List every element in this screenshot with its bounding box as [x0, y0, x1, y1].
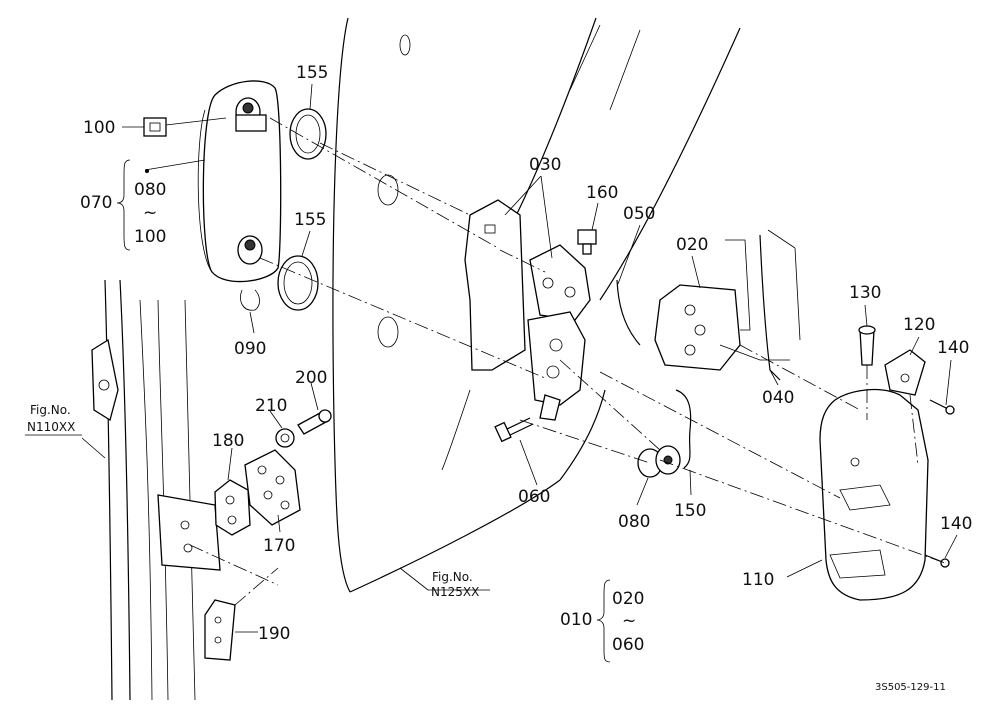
- brace-070: [116, 159, 131, 251]
- label-010-range-tilde: ~: [622, 611, 636, 631]
- label-010-range-start: 020: [612, 589, 644, 609]
- label-130: 130: [849, 283, 881, 303]
- label-010: 010: [560, 610, 592, 630]
- label-040: 040: [762, 388, 794, 408]
- label-080-range-end: 100: [134, 227, 166, 247]
- part-labels: 100 155 155 070 080 ~ 100 090 030 160 05…: [25, 63, 972, 693]
- part-040-rod: [759, 234, 781, 381]
- label-010-range-end: 060: [612, 635, 644, 655]
- part-150-spring: [675, 389, 692, 469]
- label-210: 210: [255, 396, 287, 416]
- label-050: 050: [623, 204, 655, 224]
- part-020-lock-body: [654, 239, 790, 371]
- label-140-lower: 140: [940, 514, 972, 534]
- fig-ref-left-title: Fig.No.: [30, 403, 71, 417]
- bullet-dot: [145, 169, 149, 173]
- leader-lines: [81, 83, 958, 633]
- part-130-pin: [858, 325, 876, 366]
- latch-plate-assembly: [464, 199, 591, 421]
- brace-010: [596, 579, 611, 663]
- label-140-upper: 140: [937, 338, 969, 358]
- part-120-bracket: [884, 349, 926, 396]
- part-200-bolt: [297, 409, 332, 435]
- part-110-outer-cover: [819, 388, 929, 601]
- label-080: 080: [618, 512, 650, 532]
- part-155-seal-ring-upper: [289, 108, 327, 160]
- footer-code: 3S505-129-11: [875, 682, 946, 693]
- part-080-lock-cylinder: [637, 445, 681, 478]
- fig-ref-center-code: N125XX: [431, 585, 479, 599]
- inner-handle-assembly: [197, 80, 282, 311]
- label-090: 090: [234, 339, 266, 359]
- fig-ref-left-code: N110XX: [27, 420, 75, 434]
- part-060-bolt: [494, 417, 534, 443]
- label-020: 020: [676, 235, 708, 255]
- label-150: 150: [674, 501, 706, 521]
- label-200: 200: [295, 368, 327, 388]
- label-080-range-start: 080: [134, 180, 166, 200]
- part-180-hinge-plate: [214, 479, 251, 536]
- assembly-guide-lines: [189, 117, 946, 606]
- label-155-lower: 155: [294, 210, 326, 230]
- part-190-plate: [204, 599, 236, 661]
- label-030: 030: [529, 155, 561, 175]
- part-140-screw-upper: [929, 399, 955, 415]
- label-060: 060: [518, 487, 550, 507]
- label-170: 170: [263, 536, 295, 556]
- fig-ref-center-title: Fig.No.: [432, 570, 473, 584]
- part-050-rod: [616, 279, 641, 346]
- label-080-range-tilde: ~: [143, 203, 157, 223]
- label-120: 120: [903, 315, 935, 335]
- part-170-hinge-plate: [244, 449, 301, 526]
- part-100-square-washer: [143, 117, 167, 137]
- door-glass-panel: [332, 17, 741, 593]
- label-100: 100: [83, 118, 115, 138]
- label-180: 180: [212, 431, 244, 451]
- part-160-bolt: [577, 229, 597, 255]
- label-110: 110: [742, 570, 774, 590]
- label-070: 070: [80, 193, 112, 213]
- label-160: 160: [586, 183, 618, 203]
- door-frame-left: [91, 279, 221, 701]
- part-210-washer: [275, 428, 295, 448]
- label-190: 190: [258, 624, 290, 644]
- label-155-upper: 155: [296, 63, 328, 83]
